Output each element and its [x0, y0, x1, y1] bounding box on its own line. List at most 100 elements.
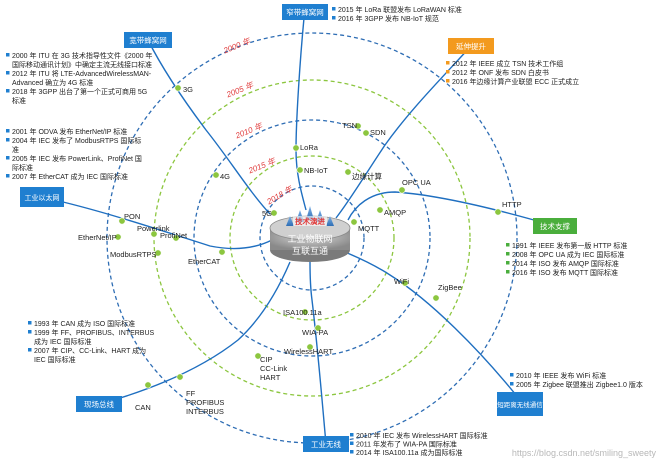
dot-cip: [254, 352, 262, 360]
year-label-2010: 2010 年: [233, 121, 264, 141]
node-3g: 3G: [183, 85, 193, 94]
note-mid-left-line: 2005 年 IEC 发布 PowerLink、ProfiNet 国: [12, 154, 142, 163]
note-bottom-left-line: 1999 年 FF、PROFIBUS、INTERBUS: [34, 328, 155, 337]
node-wiapa: WIA-PA: [302, 328, 328, 337]
ring-2018: [259, 185, 365, 291]
note-bullet: [350, 450, 354, 454]
year-label-2000: 2000 年: [221, 36, 252, 56]
note-top-left-line: 国际移动通讯计划》中确定主流无线接口标准: [12, 60, 152, 69]
node-nbiot: NB-IoT: [304, 166, 328, 175]
note-top-left-line: Advanced 确立为 4G 标准: [12, 78, 93, 87]
year-label-2005: 2005 年: [224, 80, 255, 100]
dot-4g: [212, 171, 220, 179]
node-can: CAN: [135, 403, 151, 412]
note-top-right-line: 2012 年 ONF 发布 SDN 白皮书: [452, 68, 549, 77]
note-top-left-line: 2018 年 3GPP 出台了第一个正式可商用 5G: [12, 87, 147, 96]
node-interbus: INTERBUS: [186, 407, 224, 416]
dot-amqp: [376, 206, 384, 214]
node-powerlink: Powerlink: [137, 224, 170, 233]
center-hub: 技术演进 工业物联网 互联互通: [269, 206, 351, 262]
note-bottom-right-line: 2005 年 Zigbee 联盟推出 Zigbee1.0 版本: [516, 380, 643, 389]
connector-bottom-left: [99, 261, 291, 405]
note-bullet: [446, 79, 450, 83]
connector-top-right: [335, 45, 472, 219]
box-short-range: [497, 392, 543, 416]
node-ethernetip: EtherNet/IP: [78, 233, 117, 242]
note-top-right-line: 2016 年边缘计算产业联盟 ECC 正式成立: [452, 77, 579, 86]
category-boxes: 窄带蜂窝网 宽带蜂窝网 延伸提升 技术支撑 工业以太网 现场总线 工业无线 短距…: [20, 4, 577, 452]
ring-2015: [229, 155, 395, 321]
box-industrial-wireless-label: 工业无线: [311, 439, 341, 449]
box-industrial-wireless: [303, 436, 349, 452]
note-top-right-line: 2012 年 IEEE 成立 TSN 技术工作组: [452, 59, 563, 68]
note-mid-left-line: 准: [12, 145, 19, 154]
note-bottom-left-line: IEC 国际标准: [34, 355, 76, 364]
note-top-left-line: 2000 年 ITU 在 3G 技术指导性文件《2000 年: [12, 51, 152, 60]
note-right-line: 2016 年 ISO 发布 MQTT 国际标准: [512, 268, 618, 277]
box-industrial-ethernet: [20, 187, 64, 207]
dot-wiapa: [314, 324, 322, 332]
ring-2000: [106, 32, 518, 444]
node-4g: 4G: [220, 172, 230, 181]
box-extension-label: 延伸提升: [456, 41, 486, 51]
box-fieldbus: [76, 396, 122, 412]
node-dots: [114, 84, 502, 389]
dot-3g: [174, 84, 182, 92]
dot-opcua: [398, 186, 406, 194]
dot-wifi: [401, 279, 409, 287]
note-top-center-line: 2016 年 3GPP 发布 NB-IoT 规范: [338, 14, 439, 23]
node-opcua: OPC UA: [402, 178, 431, 187]
note-bottom-left-line: 2007 年 CIP、CC-Link、HART 成为: [34, 346, 146, 355]
note-bullet: [6, 71, 10, 75]
note-bullet: [6, 138, 10, 142]
note-bullet: [6, 174, 10, 178]
note-right-line: 1991 年 IEEE 发布第一版 HTTP 标准: [512, 241, 627, 250]
box-industrial-ethernet-label: 工业以太网: [25, 193, 60, 202]
dot-isa: [301, 308, 309, 316]
node-wirelesshart: WirelessHART: [284, 347, 333, 356]
note-bullet: [506, 252, 510, 256]
note-right-line: 2008 年 OPC UA 成为 IEC 国际标准: [512, 250, 624, 259]
dot-http: [494, 208, 502, 216]
dot-tsn: [354, 122, 362, 130]
watermark: https://blog.csdn.net/smiling_sweety: [512, 448, 657, 458]
node-profinet: ProfiNet: [160, 231, 188, 240]
hub-line2: 互联互通: [292, 246, 328, 256]
note-mid-left-line: 2001 年 ODVA 发布 EtherNet/IP 标准: [12, 127, 127, 136]
dot-wirelesshart: [306, 343, 314, 351]
ring-2010: [193, 119, 431, 357]
node-modbus: ModbusRTPS: [110, 250, 157, 259]
connector-top-left: [147, 39, 271, 215]
year-labels: 2000 年 2005 年 2010 年 2015 年 2018 年: [221, 36, 295, 207]
dot-ff: [176, 373, 184, 381]
connectors: [45, 17, 556, 445]
rings: [106, 32, 518, 444]
box-short-range-label: 短距离无线通信: [497, 400, 543, 409]
note-mid-left-line: 2004 年 IEC 发布了 ModbusRTPS 国际标: [12, 136, 141, 145]
node-cclink: CC-Link: [260, 364, 287, 373]
node-tsn: TSN: [342, 121, 357, 130]
box-tech-support: [533, 218, 577, 234]
box-tech-support-label: 技术支撑: [540, 221, 570, 231]
dot-lora: [292, 144, 300, 152]
node-http: HTTP: [502, 200, 522, 209]
note-bullet: [28, 348, 32, 352]
year-label-2018: 2018 年: [264, 184, 294, 207]
node-5g: 5G: [262, 209, 272, 218]
note-bullet: [6, 156, 10, 160]
note-bullet: [332, 16, 336, 20]
ring-2005: [153, 79, 471, 397]
node-wifi: WiFi: [394, 277, 409, 286]
dot-can: [144, 381, 152, 389]
hub-line1: 工业物联网: [287, 233, 332, 244]
connector-bottom-right: [339, 249, 521, 401]
note-bullet: [350, 441, 354, 445]
hub-badge: 技术演进: [295, 216, 325, 226]
note-bullet: [506, 243, 510, 247]
connector-right: [347, 191, 556, 227]
note-bullet: [350, 433, 354, 437]
node-pon: PON: [124, 212, 140, 221]
hub-badge-bg: [293, 216, 327, 226]
